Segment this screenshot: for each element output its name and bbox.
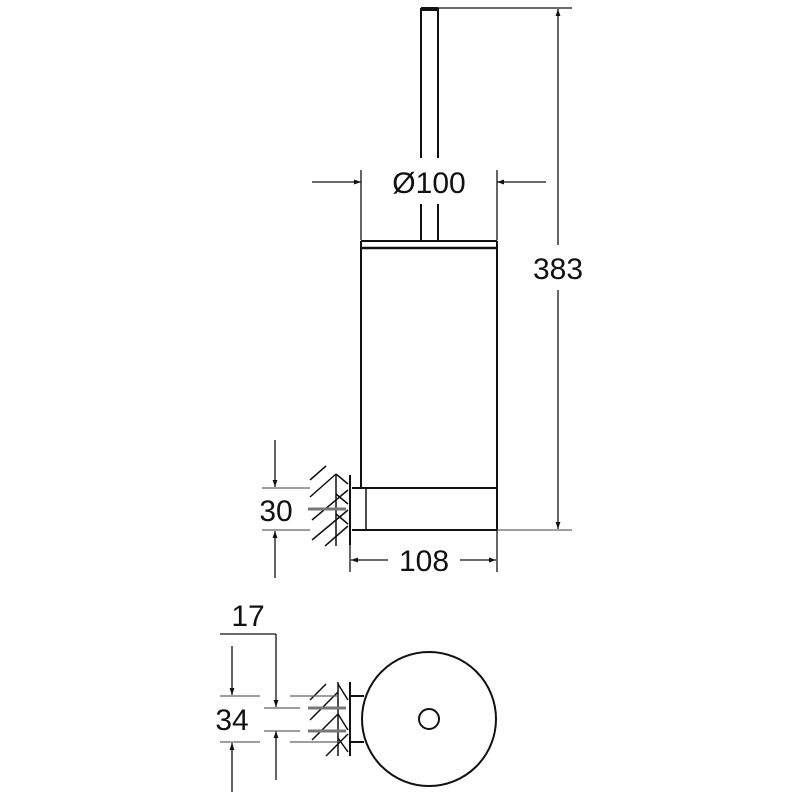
wall-hatch-top (308, 683, 349, 757)
dimension-wall-offset (220, 633, 300, 780)
dimension-mount-spacing (220, 646, 338, 792)
container-lid (360, 240, 498, 250)
top-view (308, 651, 497, 787)
front-view (308, 7, 498, 547)
dimension-height (438, 7, 572, 531)
dimension-bracket-height (262, 440, 310, 578)
height-label: 383 (533, 253, 583, 286)
container-outline-circle (361, 651, 497, 787)
dimension-diameter (312, 170, 546, 240)
bracket-height-label: 30 (259, 495, 292, 528)
mount-spacing-label: 34 (215, 704, 248, 737)
handle-circle (418, 708, 440, 730)
wall-hatch (308, 465, 349, 547)
diameter-label: Ø100 (392, 167, 465, 200)
projection-label: 108 (399, 545, 449, 578)
container-body (360, 248, 498, 530)
wall-bracket (349, 475, 497, 545)
dimension-projection (349, 530, 498, 572)
brush-handle (420, 7, 439, 241)
wall-offset-label: 17 (231, 600, 264, 633)
